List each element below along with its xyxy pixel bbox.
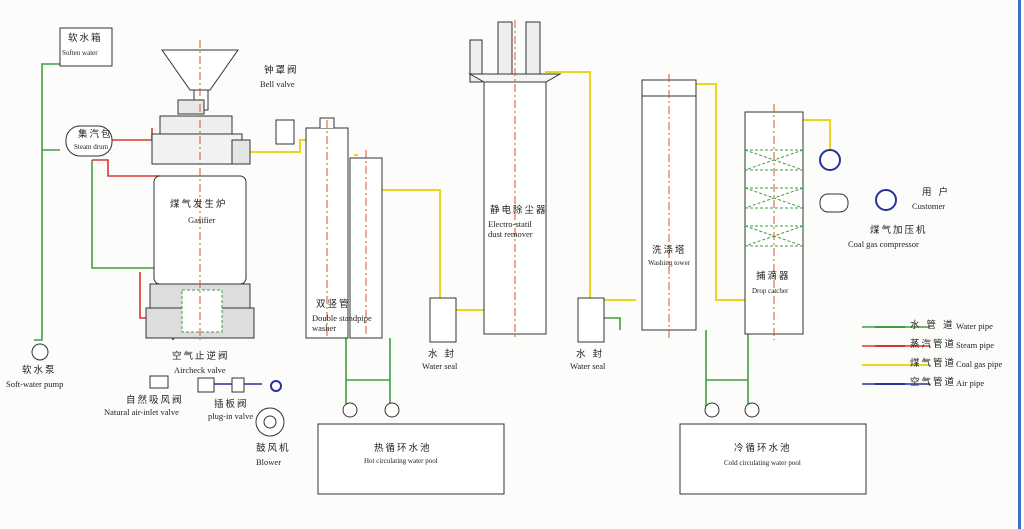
- double-washer-en1: Double standpipe: [312, 313, 372, 323]
- aircheck-zh: 空气止逆阀: [172, 351, 230, 362]
- legend-air-en: Air pipe: [956, 378, 985, 388]
- blower: [255, 380, 285, 437]
- air-valves: [149, 375, 245, 393]
- water-pipes: [34, 63, 930, 410]
- double-washer-zh: 双竖管: [316, 299, 351, 310]
- softwater-pump-zh: 软水泵: [22, 365, 57, 376]
- water-seal-2-en: Water seal: [570, 361, 606, 371]
- electro-en1: Electro-statil: [488, 219, 532, 229]
- water-seal-1: [429, 297, 457, 343]
- bell-valve-en: Bell valve: [260, 79, 295, 89]
- blower-en: Blower: [256, 457, 282, 467]
- gasifier-zh: 煤气发生炉: [170, 199, 228, 210]
- legend-steam-en: Steam pipe: [956, 340, 995, 350]
- blower-zh: 鼓风机: [256, 443, 291, 454]
- water-seal-1-en: Water seal: [422, 361, 458, 371]
- steam-drum: [65, 125, 113, 157]
- natural-air-en: Natural air-inlet valve: [104, 407, 179, 417]
- soften-water-en: Soften water: [62, 49, 98, 57]
- coal-gas-compressor: [819, 149, 897, 211]
- electro-zh: 静电除尘器: [490, 205, 548, 216]
- water-seal-2-zh: 水 封: [576, 349, 605, 360]
- plugin-zh: 插板阀: [214, 399, 249, 410]
- hot-pool-zh: 热循环水池: [374, 443, 432, 454]
- steam-drum-zh: 集汽包: [78, 129, 113, 140]
- gasifier-en: Gasifier: [188, 215, 216, 225]
- steam-drum-en: Steam drum: [74, 143, 109, 151]
- legend-gas-zh: 煤气管道: [910, 358, 957, 369]
- compressor-zh: 煤气加压机: [870, 225, 928, 236]
- legend-water-zh: 水 管 道: [910, 320, 955, 331]
- hot-circulating-pool: [317, 423, 505, 495]
- aircheck-en: Aircheck valve: [174, 365, 226, 375]
- gas-pipes: [246, 71, 930, 366]
- washing-tower-zh: 洗涤塔: [652, 245, 687, 256]
- pumps: [31, 343, 760, 418]
- legend-gas-en: Coal gas pipe: [956, 359, 1003, 369]
- drop-catcher-en: Drop catcher: [752, 287, 789, 295]
- customer-zh: 用 户: [922, 187, 951, 198]
- plugin-en: plug-in valve: [208, 411, 254, 421]
- right-border: [1018, 0, 1021, 529]
- washing-tower-en: Washing tower: [648, 259, 691, 267]
- cold-circulating-pool: [679, 423, 867, 495]
- hot-pool-en: Hot circulating water pool: [364, 457, 438, 465]
- legend-steam-zh: 蒸汽管道: [910, 339, 957, 350]
- customer-en: Customer: [912, 201, 946, 211]
- softwater-pump-en: Soft-water pump: [6, 379, 64, 389]
- electro-en2: dust remover: [488, 229, 533, 239]
- soften-water-zh: 软水箱: [68, 33, 103, 44]
- soften-water-tank: [59, 27, 113, 67]
- cold-pool-en: Cold circulating water pool: [724, 459, 801, 467]
- natural-air-zh: 自然吸风阀: [126, 395, 184, 406]
- cold-pool-zh: 冷循环水池: [734, 443, 792, 454]
- air-pipes: [172, 329, 930, 385]
- gasifier: [145, 49, 255, 339]
- water-seal-2: [577, 297, 605, 343]
- legend-air-zh: 空气管道: [910, 377, 957, 388]
- bell-valve: [275, 119, 295, 145]
- water-seal-1-zh: 水 封: [428, 349, 457, 360]
- legend-lines: [875, 326, 905, 385]
- drop-catcher-zh: 捕滴器: [756, 271, 791, 282]
- double-washer-en2: washer: [312, 323, 337, 333]
- compressor-en: Coal gas compressor: [848, 239, 919, 249]
- bell-valve-zh: 钟罩阀: [264, 65, 299, 76]
- legend-water-en: Water pipe: [956, 321, 993, 331]
